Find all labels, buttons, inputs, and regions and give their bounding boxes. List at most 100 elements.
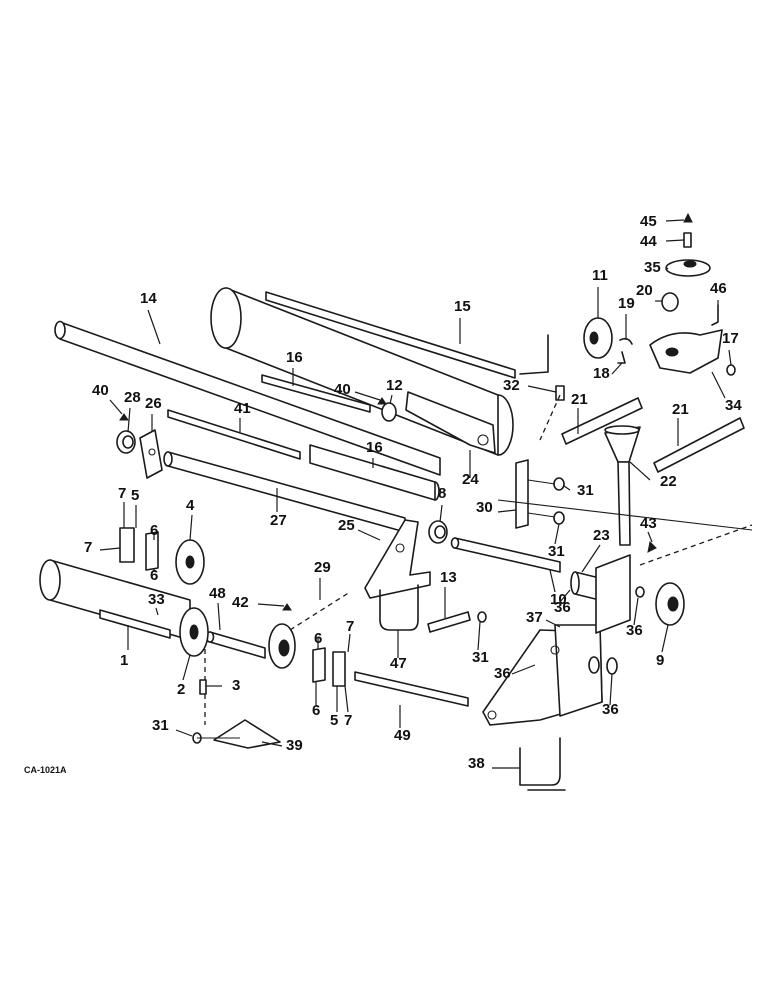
callout-label: 29 (314, 559, 331, 576)
sprocket-9 (655, 582, 685, 626)
leader-line (549, 569, 556, 593)
leader-line (581, 544, 601, 573)
leader-line (347, 633, 351, 653)
leader-line (189, 514, 193, 541)
callout-label: 44 (640, 233, 657, 250)
bearing-28 (116, 430, 136, 454)
nut-45 (683, 212, 693, 223)
callout-label: 36 (626, 622, 643, 639)
callout-label: 7 (118, 485, 126, 502)
plate-30 (515, 459, 556, 529)
leader-line (175, 729, 193, 737)
shaft-41 (167, 409, 301, 460)
leader-line (527, 385, 557, 393)
callout-label: 13 (440, 569, 457, 586)
sprocket-11 (583, 317, 613, 359)
callout-label: 40 (92, 382, 109, 399)
leader-line (711, 371, 726, 399)
bushing-20 (661, 292, 679, 312)
callout-label: 3 (232, 677, 240, 694)
clip-19 (619, 337, 633, 345)
callout-label: 21 (672, 401, 689, 418)
leader-line (109, 399, 123, 415)
callout-label: 46 (710, 280, 727, 297)
drawing-code: CA-1021A (24, 765, 67, 775)
drum-16-lower (309, 444, 440, 501)
sprocket-4 (175, 539, 205, 585)
plug-17 (726, 364, 736, 376)
bars-21 (561, 397, 745, 473)
bracket-32 (519, 334, 565, 401)
leader-line (127, 407, 131, 433)
callout-label: 5 (131, 487, 139, 504)
leader-line (261, 741, 283, 747)
funnel-22 (604, 425, 641, 546)
callout-label: 15 (454, 298, 471, 315)
callout-label: 9 (656, 652, 664, 669)
callout-label: 42 (232, 594, 249, 611)
leader-line (611, 362, 623, 375)
u-bolt-38 (519, 737, 566, 791)
bracket-25 (364, 519, 431, 599)
leader-line (554, 523, 560, 545)
callout-label: 26 (145, 395, 162, 412)
callout-label: 11 (592, 267, 608, 284)
callout-label: 10 (550, 591, 567, 608)
plate-26 (139, 429, 163, 479)
callout-label: 20 (636, 282, 653, 299)
callout-label: 27 (270, 512, 287, 529)
callout-label: 45 (640, 213, 657, 230)
leader-line (511, 664, 536, 675)
leader-line (354, 391, 381, 401)
callout-label: 38 (468, 755, 485, 772)
leader-line (439, 504, 443, 523)
bearing-12 (381, 402, 397, 422)
bracket-24 (405, 391, 496, 454)
alignment-lines (204, 394, 753, 725)
callout-label: 6 (150, 522, 158, 539)
callout-label: 34 (725, 397, 742, 414)
leader-line (545, 619, 561, 628)
sprocket-29 (268, 623, 296, 669)
callout-label: 6 (314, 630, 322, 647)
callout-label: 5 (330, 712, 338, 729)
bracket-39 (197, 719, 281, 749)
callout-label: 12 (386, 377, 403, 394)
leader-line (147, 309, 161, 345)
callout-label: 6 (150, 567, 158, 584)
callout-label: 7 (84, 539, 92, 556)
hinge-right (312, 647, 346, 687)
leader-line (357, 529, 381, 541)
callout-label: 7 (344, 712, 352, 729)
leader-line (99, 547, 121, 551)
callout-label: 49 (394, 727, 411, 744)
callout-label: 47 (390, 655, 407, 672)
leader-line (155, 607, 159, 616)
callout-label: 36 (602, 701, 619, 718)
bearing-8 (428, 520, 448, 544)
leader-line (257, 603, 285, 607)
leader-line (609, 673, 613, 706)
callout-label: 2 (177, 681, 185, 698)
leader-line (563, 485, 571, 491)
callout-label: 4 (186, 497, 195, 514)
callout-label: 36 (554, 599, 571, 616)
callout-label: 16 (366, 439, 383, 456)
shaft-16-upper (261, 374, 371, 413)
callout-label: 14 (140, 290, 157, 307)
callout-label: 17 (722, 330, 739, 347)
bracket-13 (427, 611, 471, 633)
callout-label: 48 (209, 585, 226, 602)
callout-label: 41 (234, 400, 251, 417)
shaft-10 (450, 537, 561, 573)
callout-label: 16 (286, 349, 303, 366)
leader-line (665, 239, 685, 242)
leader-line (665, 219, 685, 222)
callout-label: 1 (120, 652, 128, 669)
callout-label: 39 (286, 737, 303, 754)
callout-label: 37 (526, 609, 543, 626)
callout-label: 6 (312, 702, 320, 719)
leader-line (647, 531, 653, 543)
